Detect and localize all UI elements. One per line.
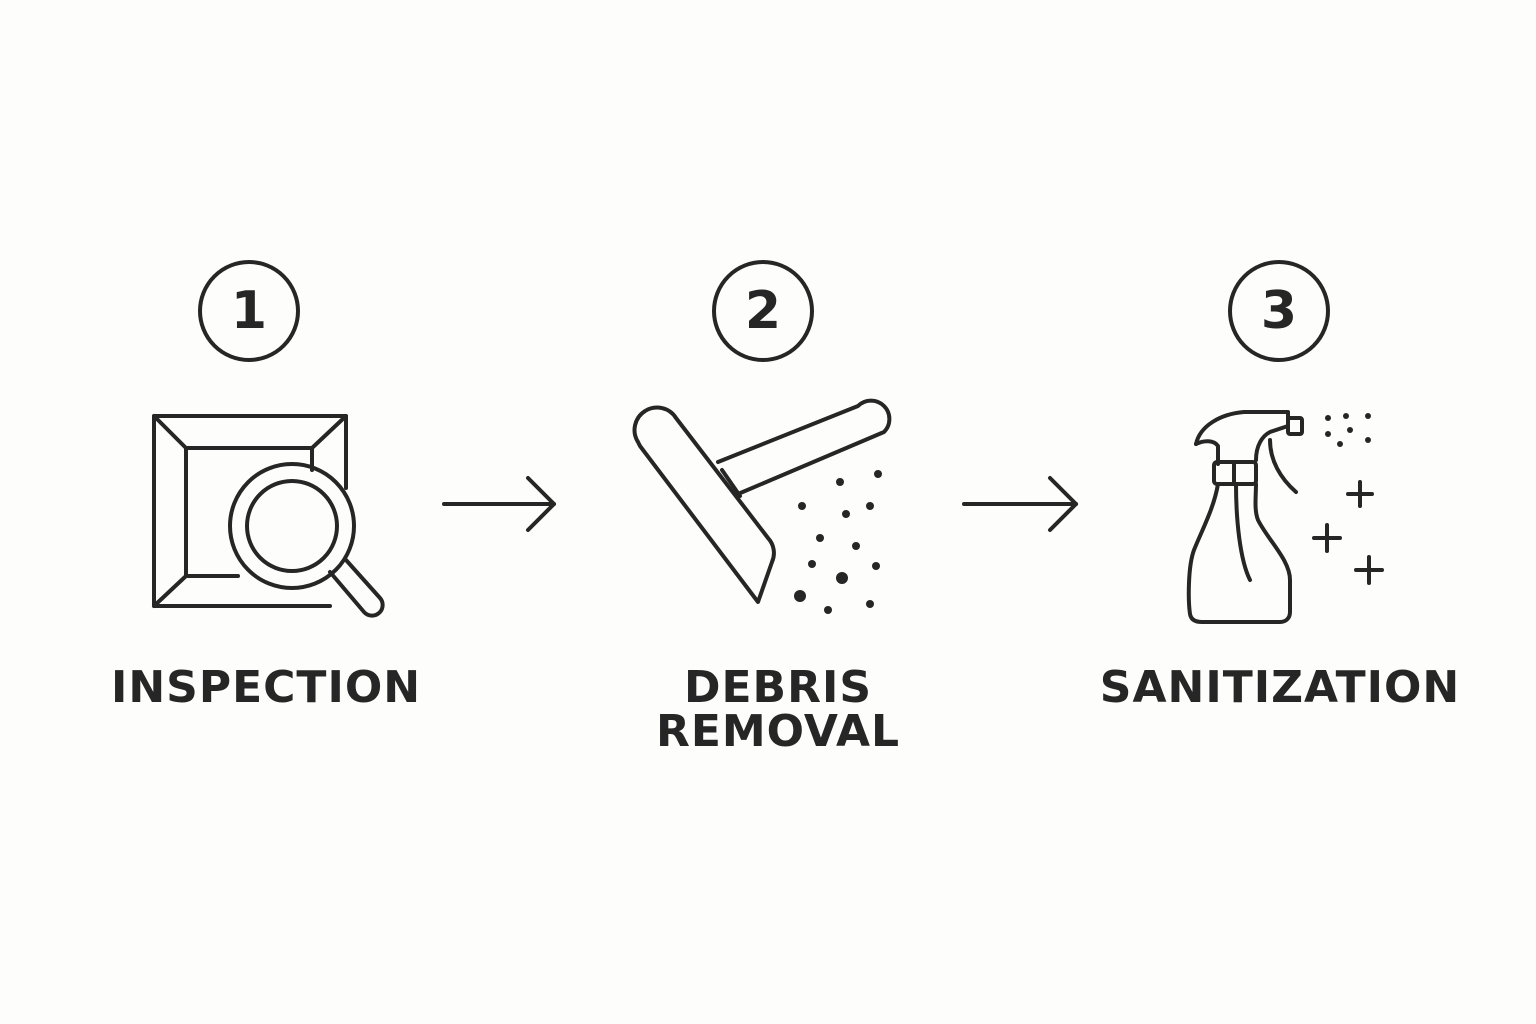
step-number-3: 3 [1228,260,1330,362]
sparkle-icons [1314,482,1382,583]
arrow-right-icon [438,470,562,540]
debris-particles [794,470,882,614]
arrow-right-icon [958,470,1082,540]
step-label-debris-removal: DEBRIS REMOVAL [655,662,901,757]
squeegee-debris-icon [624,396,894,614]
step-label-inspection: INSPECTION [110,662,422,713]
step-number-1: 1 [198,260,300,362]
step-label-sanitization: SANITIZATION [1099,662,1461,713]
vent-magnifier-icon [140,404,400,634]
spray-particles [1325,413,1371,447]
spray-bottle-icon [1180,404,1390,630]
step-number-2: 2 [712,260,814,362]
